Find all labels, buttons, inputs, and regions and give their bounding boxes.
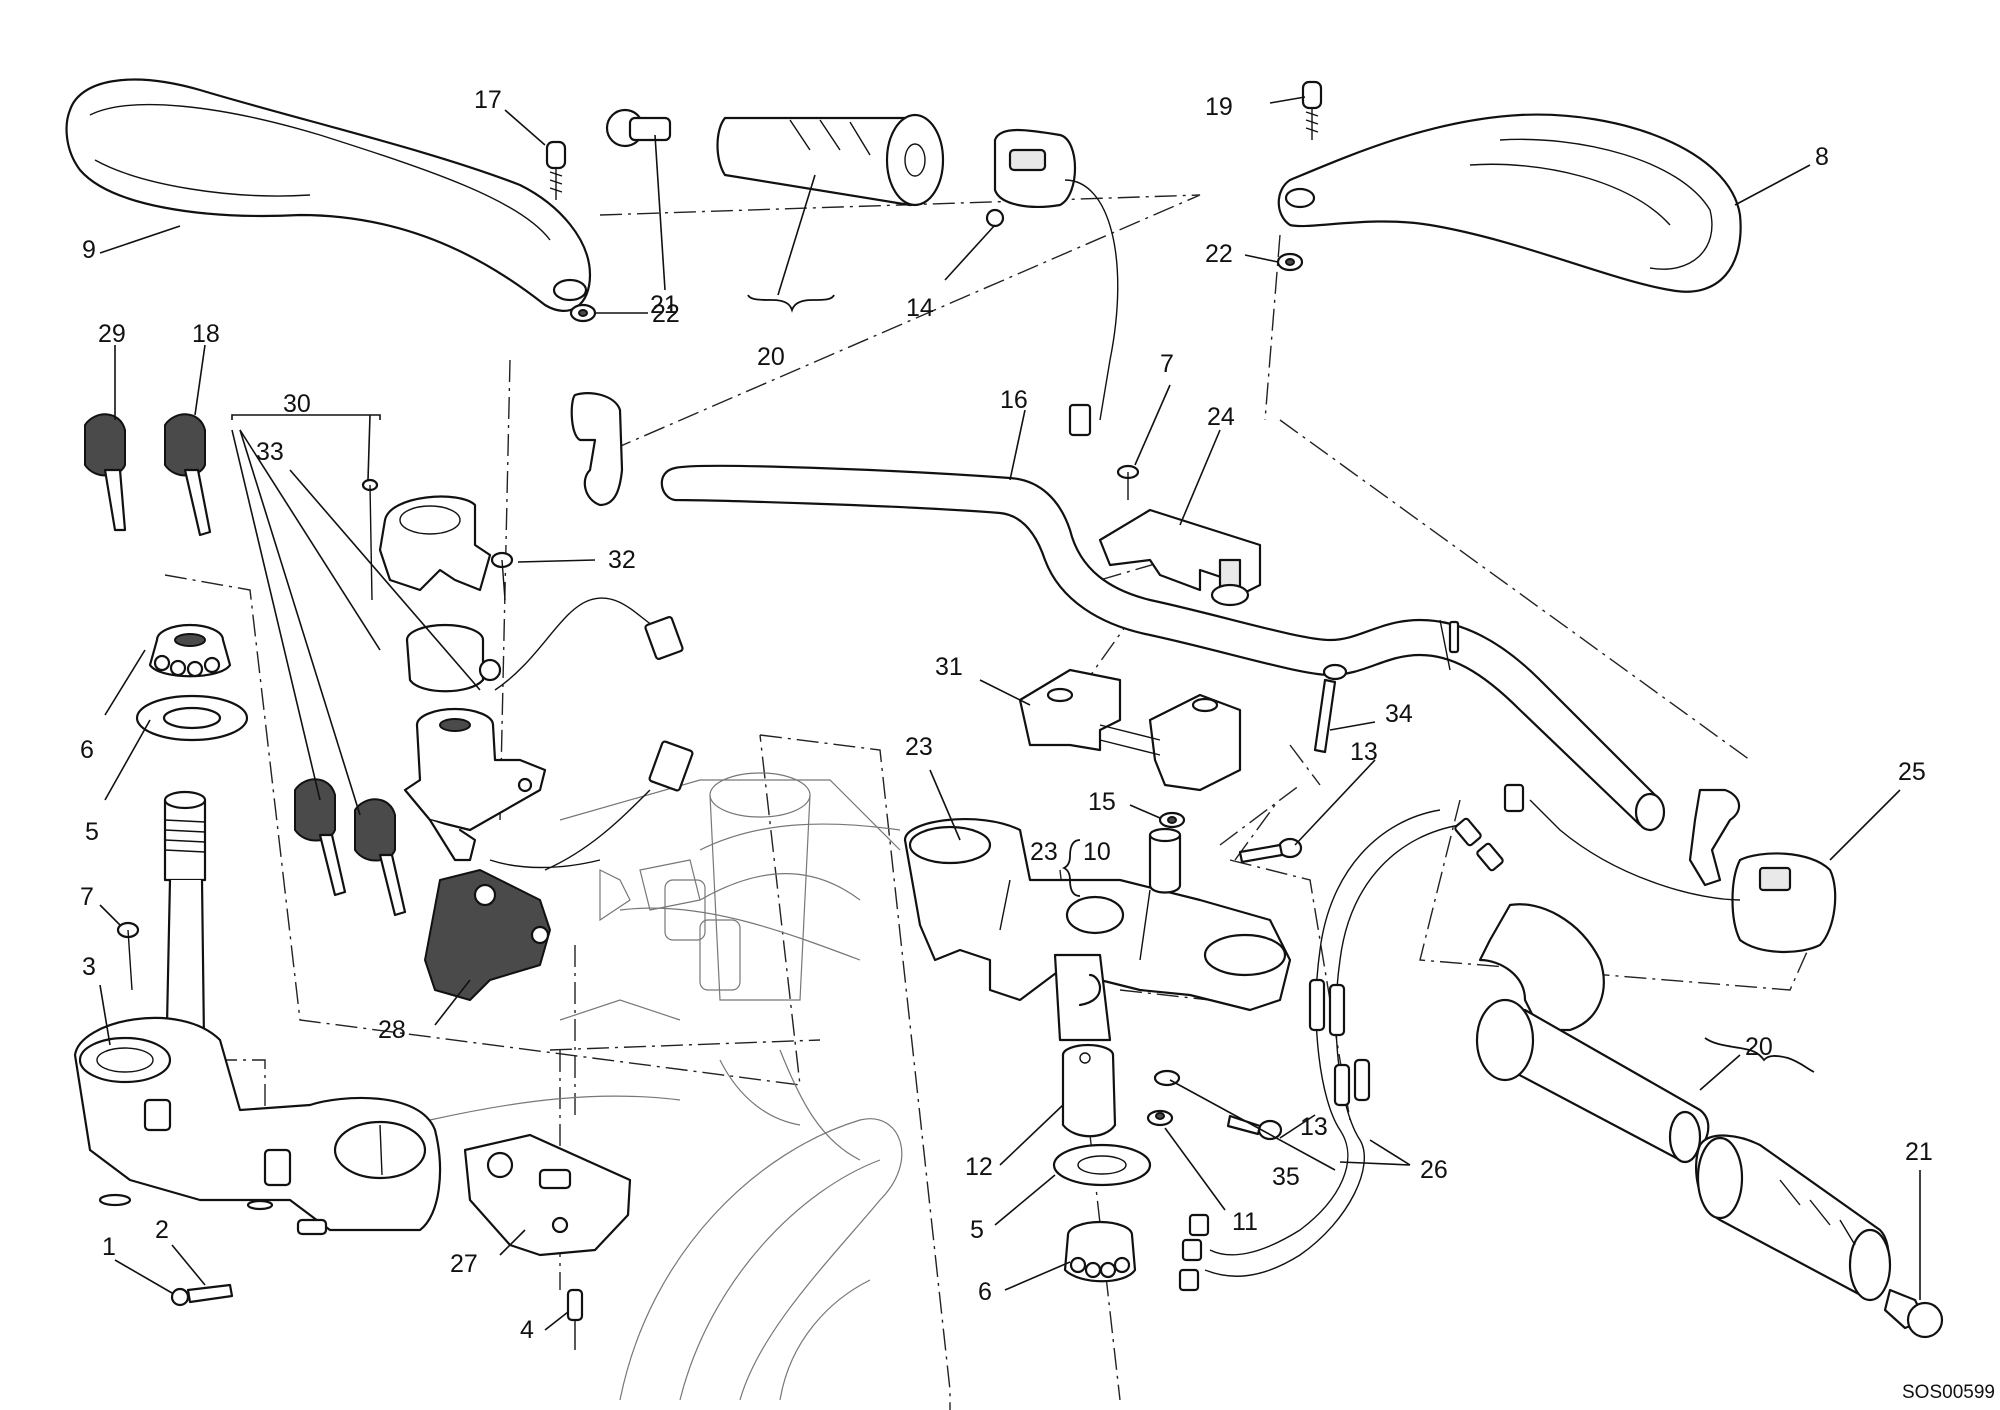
callout-6: 6 <box>80 736 94 764</box>
callout-15: 15 <box>1088 788 1116 816</box>
bolt-13-lower <box>1226 1114 1283 1141</box>
callout-7: 7 <box>1160 350 1174 378</box>
callout-20: 20 <box>1745 1033 1773 1061</box>
handlebar-risers <box>1018 668 1242 792</box>
callout-12: 12 <box>965 1153 993 1181</box>
bar-end-weight-left <box>605 108 672 148</box>
callout-18: 18 <box>192 320 220 348</box>
callout-29: 29 <box>98 320 126 348</box>
callout-13: 13 <box>1350 738 1378 766</box>
callout-9: 9 <box>82 236 96 264</box>
leader-lines <box>99 96 1921 1331</box>
left-grip <box>716 113 945 207</box>
bolt-7-left <box>116 921 140 991</box>
left-switch-housing <box>985 128 1119 437</box>
callout-22: 22 <box>1205 240 1233 268</box>
mirror-bolt-right <box>1301 80 1323 140</box>
callout-3: 3 <box>82 953 96 981</box>
callout-1: 1 <box>102 1233 116 1261</box>
ghost-frame <box>429 772 903 1401</box>
bolt-4 <box>566 1288 584 1350</box>
callout-35: 35 <box>1272 1163 1300 1191</box>
callout-34: 34 <box>1385 700 1413 728</box>
callout-16: 16 <box>1000 386 1028 414</box>
right-switch-housing <box>1503 783 1837 953</box>
left-mirror <box>65 78 592 312</box>
callout-23: 23 <box>905 733 933 761</box>
callout-14: 14 <box>906 294 934 322</box>
bearing-top-left <box>148 623 232 678</box>
lower-triple-clamp <box>73 1016 442 1236</box>
callout-5: 5 <box>970 1216 984 1244</box>
callout-26: 26 <box>1420 1156 1448 1184</box>
callout-24: 24 <box>1207 403 1235 431</box>
callout-17: 17 <box>474 86 502 114</box>
fork-bracket <box>463 1133 632 1257</box>
bolt-13-upper <box>1238 837 1303 864</box>
drawing-code: SOS00599 <box>1902 1382 1995 1403</box>
riser-bolt <box>1313 663 1348 754</box>
callout-13: 13 <box>1300 1113 1328 1141</box>
callout-8: 8 <box>1815 143 1829 171</box>
washer-15 <box>1158 811 1186 829</box>
key-33-b <box>354 798 407 917</box>
ignition-wiring <box>494 597 694 871</box>
mirror-clamp-left <box>570 392 624 507</box>
callout-31: 31 <box>935 653 963 681</box>
clamp-bolt-upper <box>1116 464 1140 500</box>
callout-28: 28 <box>378 1016 406 1044</box>
key-18 <box>164 413 212 537</box>
ignition-switch-body <box>403 707 601 869</box>
ignition-bolt <box>490 551 514 601</box>
callout-labels: 9 17 21 20 14 19 8 22 22 29 18 30 33 32 … <box>80 86 1995 1403</box>
mirror-clamp-right <box>1688 788 1741 887</box>
mirror-bolt-left <box>545 140 567 200</box>
callout-2: 2 <box>155 1216 169 1244</box>
key-33-a <box>294 778 347 897</box>
brace-23-10 <box>1061 839 1081 897</box>
handlebar <box>660 464 1666 832</box>
bar-end-weight-right <box>1883 1288 1944 1339</box>
callout-10: 10 <box>1083 838 1111 866</box>
callout-25: 25 <box>1898 758 1926 786</box>
seal-5-right <box>1052 1143 1152 1187</box>
ignition-switch-ring <box>405 623 502 693</box>
ignition-switch-cover <box>361 478 492 601</box>
pinch-bolt <box>170 1283 234 1307</box>
throttle-cables <box>1178 809 1504 1292</box>
callout-7: 7 <box>80 883 94 911</box>
steering-nut <box>1061 1043 1117 1138</box>
callout-20: 20 <box>757 343 785 371</box>
callout-11: 11 <box>1232 1208 1258 1236</box>
key-29 <box>84 413 127 532</box>
right-grip <box>1695 1134 1892 1302</box>
callout-21: 21 <box>1905 1138 1933 1166</box>
right-mirror <box>1277 113 1742 293</box>
callout-27: 27 <box>450 1250 478 1278</box>
callout-6: 6 <box>978 1278 992 1306</box>
rubber-bush-10 <box>1148 827 1182 894</box>
callout-32: 32 <box>608 546 636 574</box>
brace-20-top <box>747 294 835 313</box>
callout-4: 4 <box>520 1316 534 1344</box>
seal-top-left <box>135 694 249 742</box>
bush-11 <box>1146 1109 1174 1127</box>
handlebar-clamp-upper <box>1098 508 1262 607</box>
bearing-6-right <box>1063 1220 1137 1283</box>
callout-5: 5 <box>85 818 99 846</box>
upper-triple-clamp <box>903 818 1292 1042</box>
callout-30: 30 <box>283 390 311 418</box>
callout-22: 22 <box>652 300 680 328</box>
callout-21: 21 <box>650 291 678 319</box>
throttle-tube <box>1475 903 1710 1164</box>
callout-33: 33 <box>256 438 284 466</box>
ignition-bracket <box>424 869 551 1001</box>
callout-23: 23 <box>1030 838 1058 866</box>
callout-19: 19 <box>1205 93 1233 121</box>
brace-20-bottom <box>1704 1037 1815 1073</box>
